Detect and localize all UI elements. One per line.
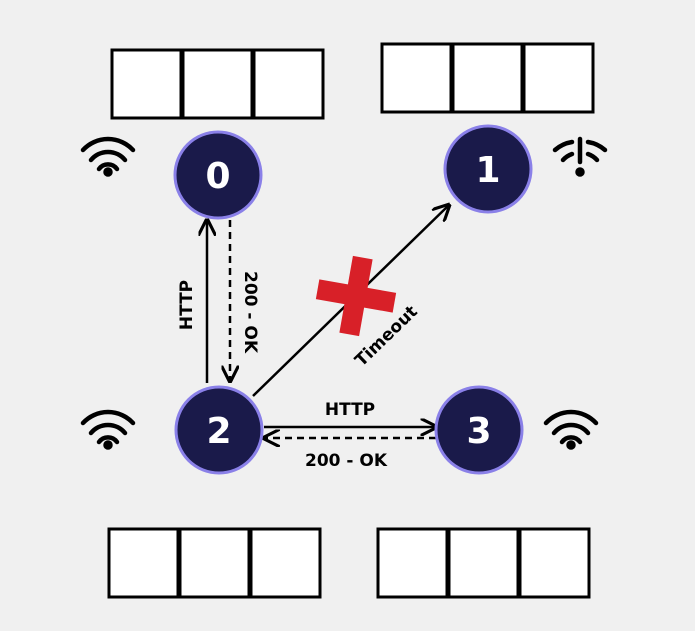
node-2[interactable]: 2 — [174, 385, 264, 475]
node-0[interactable]: 0 — [173, 130, 263, 220]
node-1[interactable]: 1 — [443, 124, 533, 214]
queue-slot — [522, 42, 595, 114]
queue-slot — [380, 42, 453, 114]
queue-slot — [249, 527, 322, 599]
node-2-label: 2 — [206, 411, 231, 452]
queue-slot — [110, 48, 183, 120]
queue-node-3 — [376, 527, 591, 599]
edge-label-ok-vertical: 200 - OK — [240, 271, 260, 354]
queue-slot — [376, 527, 449, 599]
queue-slot — [518, 527, 591, 599]
queue-slot — [451, 42, 524, 114]
queue-slot — [447, 527, 520, 599]
queue-node-2 — [107, 527, 322, 599]
node-0-label: 0 — [205, 156, 230, 197]
queue-slot — [181, 48, 254, 120]
edge-label-ok-horizontal: 200 - OK — [305, 451, 388, 471]
edge-label-http-horizontal: HTTP — [325, 400, 375, 420]
queue-slot — [178, 527, 251, 599]
wifi-icon — [543, 409, 599, 450]
queue-node-0 — [110, 48, 325, 120]
queue-slot — [107, 527, 180, 599]
node-3-label: 3 — [466, 411, 491, 452]
wifi-icon — [80, 409, 136, 450]
node-1-label: 1 — [475, 150, 500, 191]
edge-label-http-vertical: HTTP — [177, 280, 197, 330]
red-cross-icon — [315, 255, 397, 337]
node-3[interactable]: 3 — [434, 385, 524, 475]
wifi-off-icon — [552, 136, 608, 177]
wifi-icon — [80, 136, 136, 177]
queue-node-1 — [380, 42, 595, 114]
queue-slot — [252, 48, 325, 120]
